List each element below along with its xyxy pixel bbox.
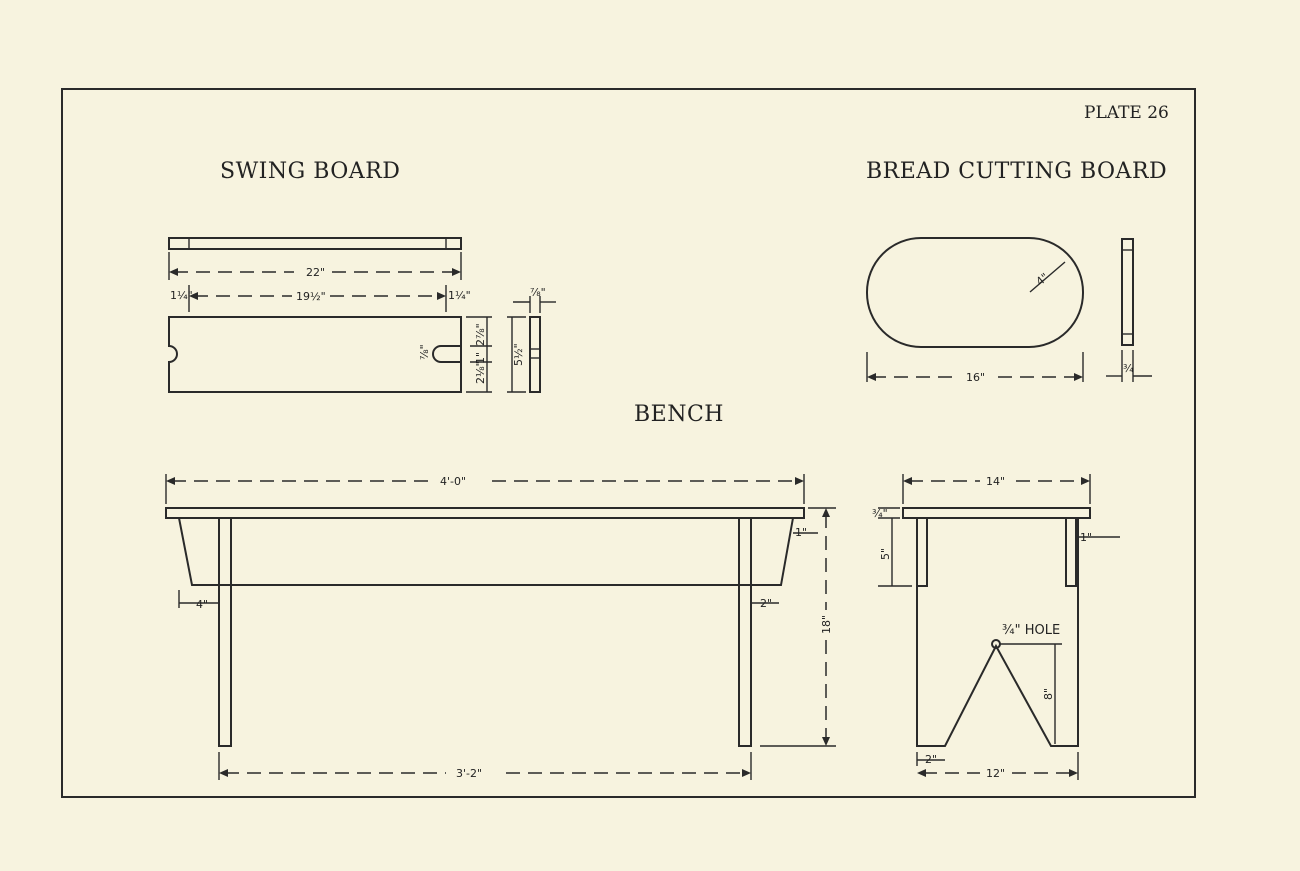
bench-top-end — [902, 507, 1091, 519]
bench-leg-span-dim: 3'-2" — [456, 767, 482, 780]
bench-apron-inset-end-dim: 1" — [1080, 531, 1092, 544]
bench-top-front — [165, 507, 805, 519]
bench-height-dim: 18" — [820, 615, 833, 634]
bench-apron-end-left — [916, 517, 928, 587]
swing-board-title: SWING BOARD — [220, 159, 400, 184]
plate-border — [61, 88, 1196, 798]
bench-end-leg — [916, 518, 1079, 747]
bread-length-dim: 16" — [966, 371, 985, 384]
bench-apron-end-right — [1065, 517, 1077, 587]
bread-board-side-view — [1121, 238, 1134, 346]
bench-overhang-dim: 4" — [196, 598, 208, 611]
bench-length-dim: 4'-0" — [440, 475, 466, 488]
swing-notch-bottom-dim: 2⅛" — [474, 361, 487, 384]
bench-width-dim: 14" — [986, 475, 1005, 488]
bench-leg-right — [738, 517, 752, 747]
bench-title: BENCH — [634, 402, 724, 427]
bread-board-title: BREAD CUTTING BOARD — [866, 159, 1167, 184]
swing-inner-dim: 19½" — [296, 290, 326, 303]
bench-section: BENCH 4'-0" 4" 2" 1" 3'- — [165, 402, 1120, 780]
bench-apron-inset-dim: 1" — [795, 526, 807, 539]
bench-cutout-dim: 8" — [1042, 688, 1055, 700]
plate-number: PLATE 26 — [1084, 103, 1169, 123]
bread-board-section: BREAD CUTTING BOARD 4" 16" ¾ — [866, 159, 1167, 384]
bench-leg-width-dim: 2" — [760, 597, 772, 610]
swing-length-dim: 22" — [306, 266, 325, 279]
swing-board-front-view — [168, 316, 462, 393]
swing-notch-top-dim: 2⅞" — [474, 323, 487, 346]
bench-apron-depth-dim: 5" — [879, 548, 892, 560]
swing-notch-depth-dim: ⅞" — [418, 344, 431, 360]
swing-board-section: SWING BOARD 22" 19½" 1¼" 1¼" 2⅞" 1" — [168, 159, 556, 393]
bench-foot-dim: 2" — [925, 753, 937, 766]
bread-radius-dim: 4" — [1034, 271, 1052, 289]
bench-hole-label: ¾" HOLE — [1002, 623, 1060, 638]
swing-notch-dim: 1" — [474, 352, 487, 364]
bench-leg-spread-dim: 12" — [986, 767, 1005, 780]
bread-board-top-view — [866, 237, 1084, 348]
bread-thickness-dim: ¾ — [1123, 362, 1134, 375]
bench-leg-left — [218, 517, 232, 747]
swing-end-left-dim: 1¼" — [170, 289, 193, 302]
swing-width-dim: 5½" — [512, 343, 525, 366]
swing-board-side-view — [529, 316, 541, 393]
swing-end-right-dim: 1¼" — [448, 289, 471, 302]
swing-thickness-dim: ⅞" — [530, 286, 546, 299]
bench-apron-front — [178, 517, 794, 586]
swing-board-top-view — [168, 237, 462, 250]
bench-top-thick-dim: ¾" — [872, 507, 888, 520]
